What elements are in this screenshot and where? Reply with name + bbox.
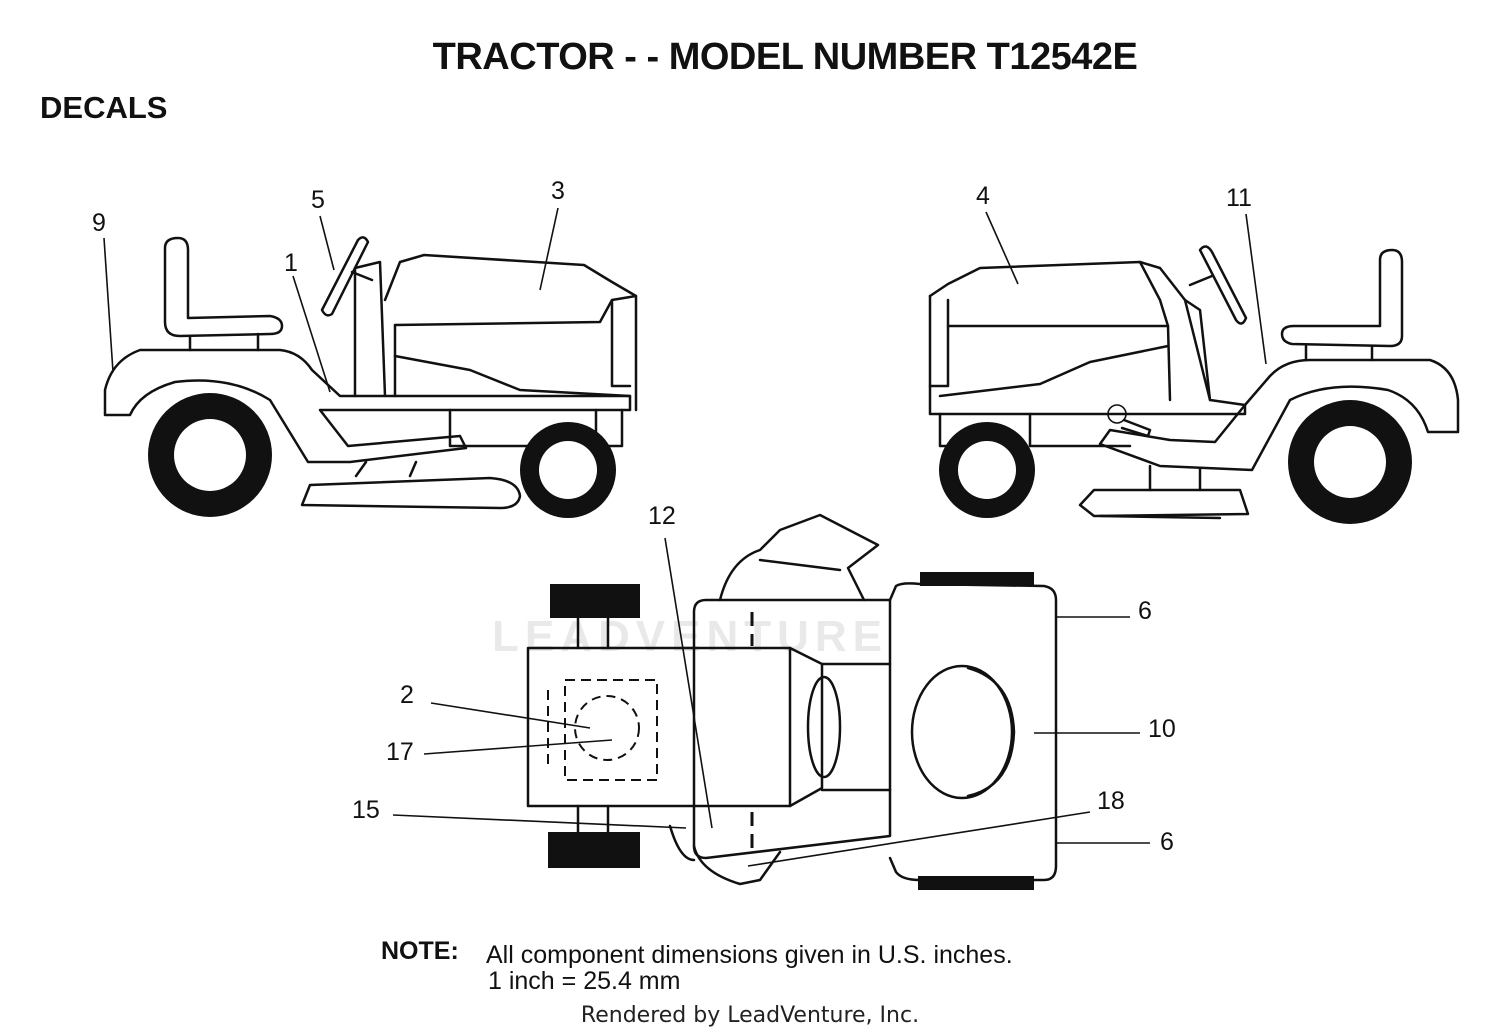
callout-6-bottom: 6 [1160,828,1174,856]
footer-credit: Rendered by LeadVenture, Inc. [580,1003,920,1028]
note-conversion: 1 inch = 25.4 mm [488,967,681,995]
tractor-right-view [928,211,1460,524]
callout-5: 5 [311,186,325,214]
callout-6-top: 6 [1138,597,1152,625]
note-label: NOTE: [381,937,459,965]
watermark: LEADVENTURE [492,612,889,661]
section-title: DECALS [40,90,168,125]
callout-18: 18 [1097,787,1125,815]
note-dimensions: All component dimensions given in U.S. i… [486,941,1013,969]
tractor-top-view [392,513,1150,890]
callout-1: 1 [284,249,298,277]
callout-15: 15 [352,796,380,824]
callout-10: 10 [1148,715,1176,743]
callout-17: 17 [386,738,414,766]
tractor-left-view [103,207,638,518]
callout-2: 2 [400,681,414,709]
callout-3: 3 [551,177,565,205]
callout-4: 4 [976,182,990,210]
page-title: TRACTOR - - MODEL NUMBER T12542E [432,36,1138,78]
callout-12: 12 [648,502,676,530]
callout-11: 11 [1226,184,1252,212]
callout-9: 9 [92,209,106,237]
